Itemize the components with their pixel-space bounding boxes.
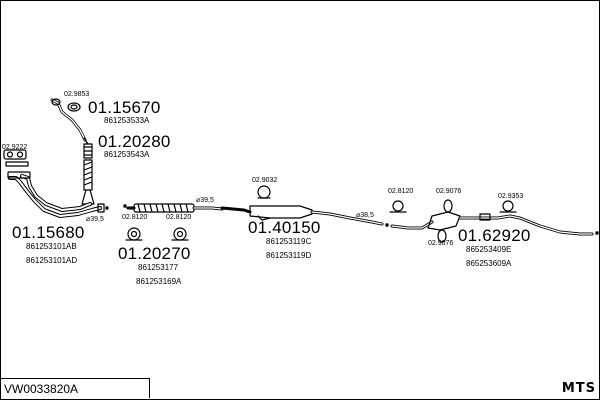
part-number-6: 01.62920 xyxy=(458,226,531,245)
part-number-4: 01.20270 xyxy=(118,244,191,263)
diameter-4: ⌀39,5 xyxy=(196,197,214,204)
mount-6d xyxy=(437,229,447,243)
clamp-number: 02.9222 xyxy=(2,144,28,151)
mount-ring-4b xyxy=(171,227,189,241)
flex-pipe-2 xyxy=(81,143,95,205)
mount-6c xyxy=(499,200,517,213)
mount-number-6b: 02.9076 xyxy=(436,188,462,195)
centre-silencer-5 xyxy=(220,205,384,226)
diameter-3: ⌀39,5 xyxy=(86,216,104,223)
part-number-5: 01.40150 xyxy=(248,218,321,237)
mount-number-5: 02.9032 xyxy=(252,177,278,184)
clip-ring xyxy=(67,102,81,112)
part-ref-2: 861253543A xyxy=(104,150,150,159)
mount-5 xyxy=(257,185,271,199)
downpipe-3 xyxy=(7,171,105,218)
mount-number-6d: 02.9076 xyxy=(428,240,454,247)
mount-6b xyxy=(443,199,453,213)
mount-number-6a: 02.8120 xyxy=(388,188,414,195)
part-ref-5b: 861253119D xyxy=(266,251,312,260)
part-ref-1: 861253533A xyxy=(104,116,150,125)
part-ref-4b: 861253169A xyxy=(136,277,182,286)
system-code: VW0033820A xyxy=(4,382,79,396)
diameter-5: ⌀38,5 xyxy=(356,212,374,219)
mount-6a xyxy=(389,200,407,213)
part-ref-6b: 865253609A xyxy=(466,259,512,268)
part-ref-6a: 865253409E xyxy=(466,245,512,254)
system-code-box: VW0033820A xyxy=(0,378,150,398)
manifold-clamp xyxy=(3,149,29,167)
mount-number-6c: 02.9353 xyxy=(498,193,524,200)
mount-ring-4a xyxy=(125,227,143,241)
part-ref-3b: 861253101AD xyxy=(26,256,78,265)
part-number-2: 01.20280 xyxy=(98,132,171,151)
middle-pipe-4 xyxy=(126,203,224,213)
part-ref-5a: 861253119C xyxy=(266,237,312,246)
mount-number-4a: 02.8120 xyxy=(122,214,148,221)
front-pipe-1 xyxy=(50,98,89,145)
mount-number-4b: 02.8120 xyxy=(166,214,192,221)
rear-silencer-6 xyxy=(390,211,599,236)
clip-number: 02.9853 xyxy=(64,91,90,98)
brand-logo: MTS xyxy=(561,381,596,396)
part-number-3: 01.15680 xyxy=(12,223,85,242)
part-ref-4a: 861253177 xyxy=(138,263,179,272)
part-ref-3a: 861253101AB xyxy=(26,242,77,251)
part-number-1: 01.15670 xyxy=(88,98,161,117)
